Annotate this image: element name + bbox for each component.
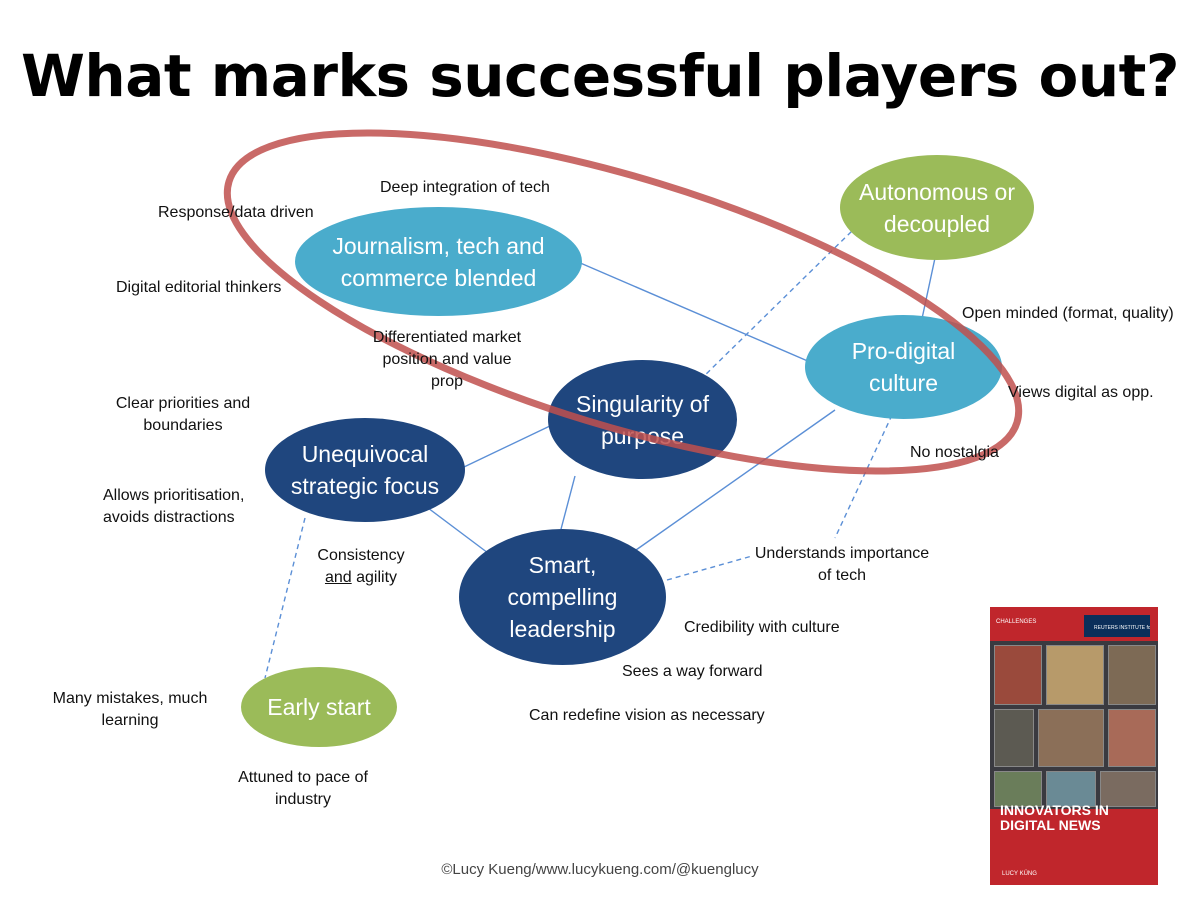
book-title: INNOVATORS IN DIGITAL NEWS xyxy=(1000,802,1109,833)
book-photo xyxy=(1046,645,1104,705)
connector-unequivocal-singularity xyxy=(463,424,553,468)
note-views-digital: Views digital as opp. xyxy=(1008,384,1154,401)
book-photo xyxy=(1100,771,1156,807)
note-deep-integration: Deep integration of tech xyxy=(380,179,550,196)
node-unequivocal-strategic-focus: Unequivocal strategic focus xyxy=(265,418,465,522)
note-no-nostalgia: No nostalgia xyxy=(910,444,999,461)
book-photo xyxy=(994,771,1042,807)
note-allows-prioritisation: Allows prioritisation, avoids distractio… xyxy=(103,487,245,526)
node-autonomous-decoupled: Autonomous or decoupled xyxy=(840,155,1034,260)
book-publisher-label: REUTERS INSTITUTE for the STUDY of JOURN… xyxy=(1094,625,1150,631)
note-redefine-vision: Can redefine vision as necessary xyxy=(529,707,765,724)
dashed-connector-prodigital-understands xyxy=(834,414,893,539)
dashed-connector-unequivocal-earlystart xyxy=(264,517,306,679)
note-understands-tech: Understands importance of tech xyxy=(754,545,930,584)
dashed-connector-leadership-understands xyxy=(666,555,753,581)
node-smart-compelling-leadership: Smart, compelling leadership xyxy=(459,529,666,665)
note-sees-way-forward: Sees a way forward xyxy=(622,663,763,680)
note-many-mistakes: Many mistakes, much learning xyxy=(52,690,208,729)
book-photo xyxy=(1038,709,1104,767)
note-consistency-agility: Consistency and agility xyxy=(317,547,405,586)
book-photo xyxy=(994,709,1034,767)
node-early-start: Early start xyxy=(241,667,397,747)
connector-unequivocal-leadership xyxy=(427,507,493,557)
book-publisher-crest xyxy=(1084,615,1150,637)
book-photo xyxy=(1108,709,1156,767)
book-author: LUCY KÜNG xyxy=(1002,871,1037,877)
note-credibility-with-culture: Credibility with culture xyxy=(684,619,840,636)
note-clear-priorities: Clear priorities and boundaries xyxy=(115,395,251,434)
note-digital-editorial-thinkers: Digital editorial thinkers xyxy=(116,279,282,296)
node-singularity-of-purpose: Singularity of purpose xyxy=(548,360,737,479)
connector-journalism-prodigital xyxy=(577,261,811,363)
book-series-label: CHALLENGES xyxy=(996,619,1037,625)
copyright-footer: ©Lucy Kueng/www.lucykueng.com/@kuenglucy xyxy=(441,861,759,878)
note-response-data-driven: Response/data driven xyxy=(158,204,314,221)
node-pro-digital-culture: Pro-digital culture xyxy=(805,315,1002,419)
book-photo xyxy=(994,645,1042,705)
node-journalism-tech-commerce: Journalism, tech and commerce blended xyxy=(295,207,582,316)
book-photo xyxy=(1046,771,1096,807)
note-open-minded: Open minded (format, quality) xyxy=(962,305,1174,322)
connector-singularity-leadership xyxy=(559,475,576,534)
book-photo xyxy=(1108,645,1156,705)
book-cover-image: CHALLENGES REUTERS INSTITUTE for the STU… xyxy=(990,607,1158,885)
note-differentiated-market: Differentiated market position and value… xyxy=(372,329,522,390)
slide-title: What marks successful players out? xyxy=(20,42,1180,110)
note-attuned-to-pace: Attuned to pace of industry xyxy=(238,769,368,808)
